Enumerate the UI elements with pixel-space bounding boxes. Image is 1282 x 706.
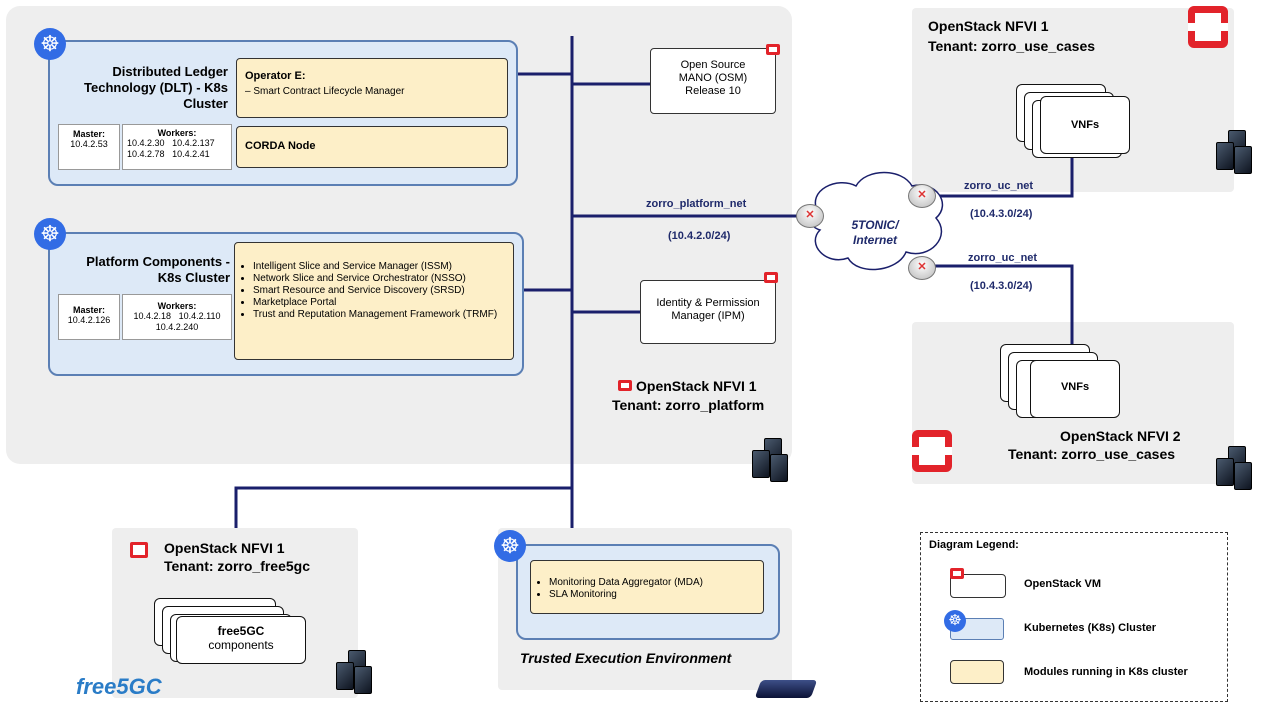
- free5gc-box-line2: components: [208, 638, 274, 652]
- cloud-label: 5TONIC/ Internet: [851, 218, 899, 247]
- platform-module-item: Trust and Reputation Management Framewor…: [253, 309, 513, 321]
- legend-item-vm: OpenStack VM: [1024, 578, 1102, 590]
- kubernetes-icon: ☸: [944, 610, 966, 632]
- openstack-icon: [950, 568, 964, 579]
- tee-module-item: Monitoring Data Aggregator (MDA): [549, 577, 763, 589]
- tee-device-icon: [754, 680, 818, 698]
- platform-module-item: Marketplace Portal: [253, 297, 513, 309]
- openstack-icon: [912, 430, 952, 472]
- server-rack-icon: [336, 650, 376, 694]
- router-icon: ✕: [908, 256, 936, 280]
- free5gc-logo: free5GC: [76, 674, 162, 699]
- platform-master-box: Master: 10.4.2.126: [58, 294, 120, 340]
- dlt-master-box: Master: 10.4.2.53: [58, 124, 120, 170]
- router-icon: ✕: [908, 184, 936, 208]
- operator-e-item: – Smart Contract Lifecycle Manager: [245, 86, 405, 97]
- nfvi1-uc-line2: Tenant: zorro_use_cases: [928, 38, 1096, 54]
- ipm-label: Identity & Permission Manager (IPM): [656, 297, 760, 322]
- platform-master-ip: 10.4.2.126: [67, 315, 111, 325]
- dlt-worker-ip: 10.4.2.30: [127, 138, 165, 148]
- platform-master-label: Master:: [72, 305, 105, 315]
- dlt-master-label: Master:: [72, 129, 105, 139]
- platform-module-item: Intelligent Slice and Service Manager (I…: [253, 261, 513, 273]
- corda-node-label: CORDA Node: [245, 140, 316, 152]
- vnf-box: VNFs: [1030, 360, 1120, 418]
- ipm-vm: Identity & Permission Manager (IPM): [640, 280, 776, 344]
- nfvi1-vnfs-label: VNFs: [1070, 119, 1100, 131]
- uc-net-1-name: zorro_uc_net: [964, 180, 1034, 192]
- legend-title: Diagram Legend:: [929, 539, 1019, 551]
- dlt-workers-box: Workers: 10.4.2.30 10.4.2.137 10.4.2.78 …: [122, 124, 232, 170]
- dlt-master-ip: 10.4.2.53: [70, 139, 108, 149]
- legend: Diagram Legend:: [920, 532, 1228, 702]
- openstack-icon: [618, 380, 632, 391]
- openstack-icon: [130, 542, 148, 558]
- server-rack-icon: [1216, 130, 1256, 174]
- platform-workers-box: Workers: 10.4.2.18 10.4.2.110 10.4.2.240: [122, 294, 232, 340]
- vnf-box: VNFs: [1040, 96, 1130, 154]
- platform-worker-ip: 10.4.2.240: [155, 322, 199, 332]
- osm-label: Open Source MANO (OSM) Release 10: [678, 59, 748, 97]
- tee-label: Trusted Execution Environment: [520, 650, 732, 666]
- nfvi1-uc-line1: OpenStack NFVI 1: [928, 18, 1049, 34]
- dlt-workers-label: Workers:: [157, 128, 197, 138]
- dlt-worker-ip: 10.4.2.41: [172, 149, 210, 159]
- kubernetes-icon: ☸: [34, 28, 66, 60]
- platform-cluster-title: Platform Components - K8s Cluster: [86, 254, 230, 285]
- platform-worker-ip: 10.4.2.18: [133, 311, 172, 321]
- platform-nfvi-line2: Tenant: zorro_platform: [612, 397, 765, 413]
- nfvi2-uc-line1: OpenStack NFVI 2: [1060, 428, 1181, 444]
- free5gc-box: free5GC components: [176, 616, 306, 664]
- platform-net-name: zorro_platform_net: [646, 198, 747, 210]
- platform-modules: Intelligent Slice and Service Manager (I…: [234, 242, 514, 360]
- platform-net-subnet: (10.4.2.0/24): [668, 230, 731, 242]
- nfvi2-uc-line2: Tenant: zorro_use_cases: [1008, 446, 1176, 462]
- osm-vm: Open Source MANO (OSM) Release 10: [650, 48, 776, 114]
- platform-module-item: Smart Resource and Service Discovery (SR…: [253, 285, 513, 297]
- uc-net-2-name: zorro_uc_net: [968, 252, 1038, 264]
- operator-e-module: Operator E: – Smart Contract Lifecycle M…: [236, 58, 508, 118]
- tee-modules: Monitoring Data Aggregator (MDA) SLA Mon…: [530, 560, 764, 614]
- uc-net-1-subnet: (10.4.3.0/24): [970, 208, 1033, 220]
- tee-module-item: SLA Monitoring: [549, 589, 763, 601]
- dlt-worker-ip: 10.4.2.78: [127, 149, 165, 159]
- uc-net-2-subnet: (10.4.3.0/24): [970, 280, 1033, 292]
- legend-module-sample: [950, 660, 1004, 684]
- platform-worker-ip: 10.4.2.110: [178, 311, 221, 321]
- server-rack-icon: [752, 438, 792, 482]
- platform-module-item: Network Slice and Service Orchestrator (…: [253, 273, 513, 285]
- platform-workers-label: Workers:: [157, 301, 197, 311]
- router-icon: ✕: [796, 204, 824, 228]
- legend-item-k8s: Kubernetes (K8s) Cluster: [1024, 622, 1157, 634]
- free5gc-box-line1: free5GC: [217, 624, 265, 638]
- openstack-icon: [764, 272, 778, 283]
- nfvi2-vnfs-label: VNFs: [1060, 381, 1090, 393]
- kubernetes-icon: ☸: [494, 530, 526, 562]
- kubernetes-icon: ☸: [34, 218, 66, 250]
- dlt-cluster-title: Distributed Ledger Technology (DLT) - K8…: [84, 64, 228, 111]
- dlt-worker-ip: 10.4.2.137: [172, 138, 215, 148]
- free5gc-nfvi-line2: Tenant: zorro_free5gc: [164, 558, 310, 574]
- platform-nfvi-line1: OpenStack NFVI 1: [636, 378, 757, 394]
- openstack-icon: [766, 44, 780, 55]
- corda-node-module: CORDA Node: [236, 126, 508, 168]
- free5gc-nfvi-line1: OpenStack NFVI 1: [164, 540, 285, 556]
- server-rack-icon: [1216, 446, 1256, 490]
- openstack-icon: [1188, 6, 1228, 48]
- operator-e-title: Operator E:: [245, 70, 306, 82]
- legend-item-module: Modules running in K8s cluster: [1024, 666, 1188, 678]
